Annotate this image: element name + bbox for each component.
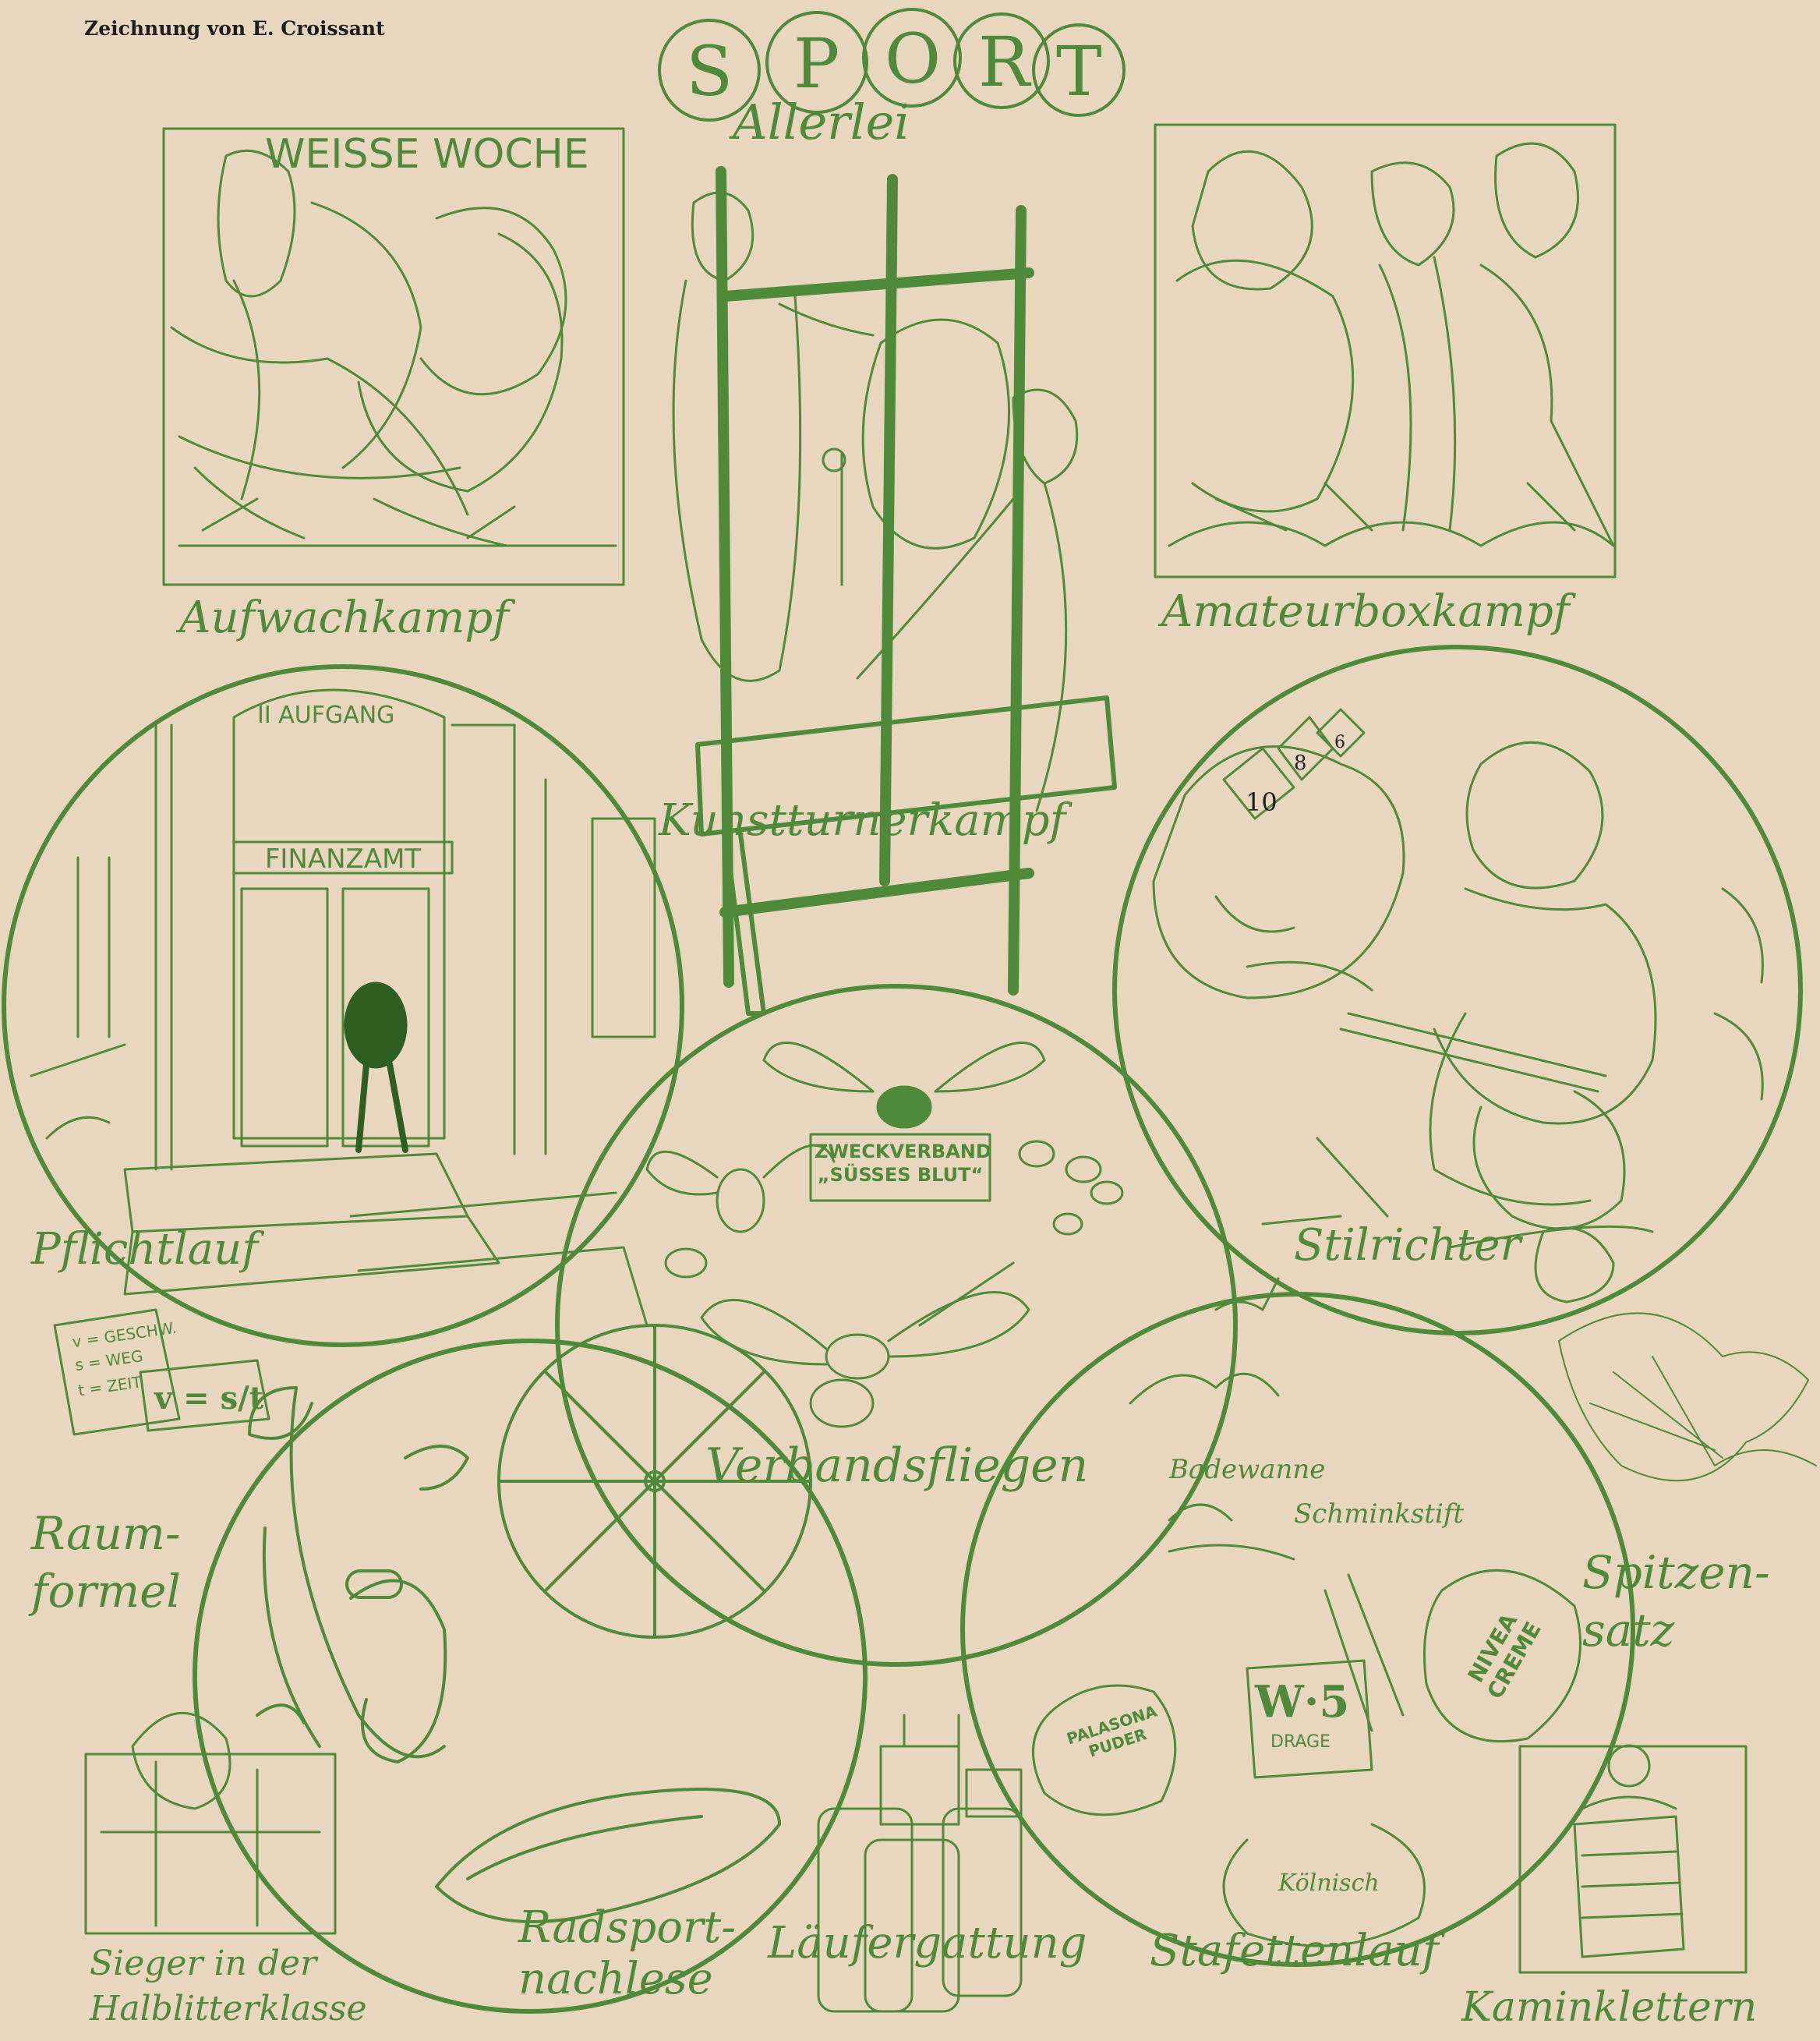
title-letter-s: S (686, 31, 733, 111)
finanzamt-building (30, 688, 656, 1327)
caption-bottom-right: Kaminklettern (1461, 1984, 1758, 2031)
insects (645, 1042, 1124, 1428)
formula-paper (53, 1308, 270, 1436)
caption-right-circle: Stilrichter (1294, 1220, 1521, 1271)
bottom-left-panel (84, 1711, 337, 1935)
koelnisch-label: Kölnisch (1278, 1869, 1380, 1897)
title-rings (658, 8, 1126, 122)
playing-cards (1222, 708, 1366, 820)
bottles (817, 1714, 1023, 2013)
w5-label: W·5 (1255, 1676, 1350, 1728)
aufgang-sign: II AUFGANG (257, 702, 395, 729)
weisse-woche-sign: WEISSE WOCHE (265, 131, 589, 178)
title-letter-o: O (885, 19, 942, 99)
fleeing-figure (344, 982, 408, 1069)
easel-bench (695, 695, 1117, 1016)
panel-top-left (162, 127, 625, 586)
cosmetics-scene (1032, 1372, 1581, 1947)
caption-left-formula: Raum- formel (31, 1507, 181, 1618)
caption-bottom-c: Stafettenlauf (1150, 1926, 1439, 1976)
badewanne-label: Badewanne (1169, 1454, 1326, 1485)
caption-top-right: Amateurboxkampf (1161, 586, 1570, 637)
title-letter-p: P (793, 23, 840, 104)
caption-right-side: Spitzen- satz (1582, 1546, 1770, 1657)
card-8: 8 (1294, 752, 1307, 775)
caption-bottom-left: Sieger in der Halblitterklasse (90, 1944, 367, 2029)
zweckverband-sign: ZWECKVERBAND „SÜSSES BLUT“ (815, 1141, 991, 1186)
panel-top-right (1154, 123, 1617, 578)
bicycle-parts (248, 1324, 812, 1923)
title-letter-r: R (978, 22, 1030, 102)
easel (716, 166, 1034, 996)
caption-bottom-b: Läufergattung (768, 1918, 1087, 1968)
schminkstift-label: Schminkstift (1294, 1498, 1465, 1530)
title-subtitle: Allerlei (733, 94, 910, 150)
drage-label: DRAGE (1270, 1732, 1331, 1752)
caption-top-left: Aufwachkampf (179, 592, 509, 643)
caption-center-top: Kunstturnerkampf (659, 795, 1066, 846)
bottom-right-panel (1518, 1744, 1748, 1974)
caption-bottom-a: Radsport- nachlese (518, 1902, 737, 2004)
card-6: 6 (1334, 733, 1345, 752)
lace-net (1558, 1312, 1817, 1482)
zweckverband-sign-frame (809, 1133, 991, 1202)
caption-center-circle: Verbandsfliegen (705, 1438, 1089, 1493)
artist-credit: Zeichnung von E. Croissant (84, 17, 385, 40)
formula-main: v = s/t (154, 1380, 264, 1417)
title-letter-t: T (1056, 31, 1102, 111)
card-10: 10 (1246, 787, 1278, 817)
stilrichter-scene (1152, 741, 1764, 1311)
finanzamt-sign: FINANZAMT (264, 844, 422, 875)
rings-main (2, 645, 1803, 2014)
caption-left-circle: Pflichtlauf (31, 1224, 258, 1275)
easel-figures (672, 191, 1079, 812)
